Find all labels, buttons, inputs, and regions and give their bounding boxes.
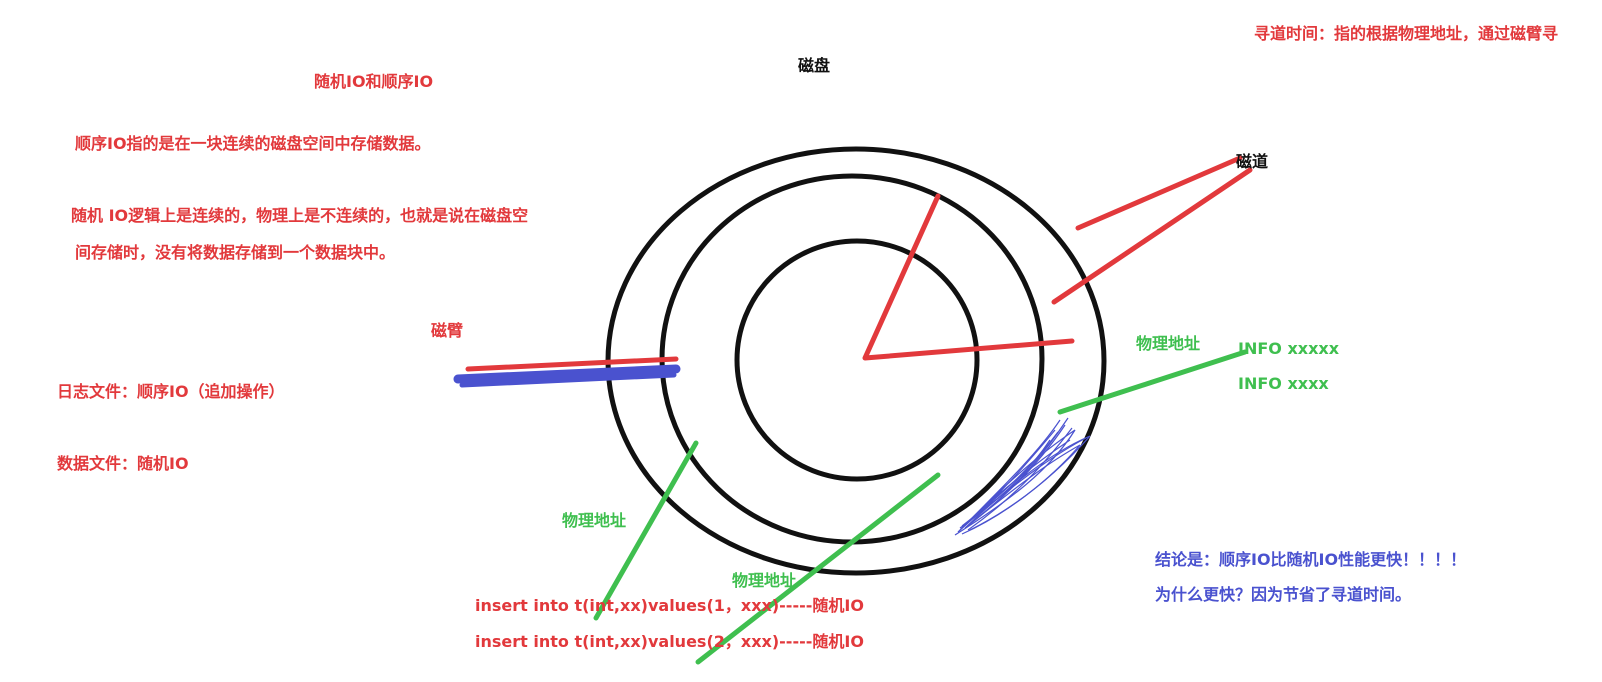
info-line-1: INFO xxxxx bbox=[1238, 339, 1340, 358]
track-pointer-upper bbox=[1075, 155, 1243, 231]
disk-arm-blue-2 bbox=[459, 372, 677, 388]
phys-addr-line-bottom bbox=[695, 472, 941, 665]
disk-title: 磁盘 bbox=[798, 56, 831, 75]
scribble-mark bbox=[954, 417, 1091, 536]
sequential-io-definition: 顺序IO指的是在一块连续的磁盘空间中存储数据。 bbox=[75, 134, 431, 153]
conclusion-line-1: 结论是：顺序IO比随机IO性能更快！！！！ bbox=[1155, 550, 1467, 569]
insert-statement-1: insert into t(int,xx)values(1，xxx)-----随… bbox=[475, 596, 864, 615]
info-line-2: INFO xxxx bbox=[1238, 374, 1329, 393]
random-vs-sequential-title: 随机IO和顺序IO bbox=[314, 72, 434, 91]
phys-addr-line-left bbox=[593, 440, 699, 621]
insert-statement-2: insert into t(int,xx)values(2，xxx)-----随… bbox=[475, 632, 864, 651]
arm-label: 磁臂 bbox=[431, 321, 464, 340]
seek-time-note: 寻道时间：指的根据物理地址，通过磁臂寻 bbox=[1254, 24, 1559, 43]
track-label: 磁道 bbox=[1236, 152, 1269, 171]
disk-track-inner bbox=[734, 238, 980, 482]
random-io-definition-line1: 随机 IO逻辑上是连续的，物理上是不连续的，也就是说在磁盘空 bbox=[71, 206, 529, 225]
log-file-note: 日志文件：顺序IO（追加操作） bbox=[57, 382, 285, 401]
disk-track-middle bbox=[659, 173, 1045, 545]
disk-arm-blue bbox=[453, 364, 681, 384]
center-angle-lines bbox=[862, 193, 1075, 361]
phys-addr-label-right: 物理地址 bbox=[1136, 334, 1201, 353]
phys-addr-label-left: 物理地址 bbox=[562, 511, 627, 530]
phys-addr-label-bottom: 物理地址 bbox=[732, 571, 797, 590]
track-pointer-lower bbox=[1051, 167, 1253, 305]
phys-addr-line-right bbox=[1057, 349, 1248, 415]
disk-track-outer bbox=[605, 146, 1107, 576]
random-io-definition-line2: 间存储时，没有将数据存储到一个数据块中。 bbox=[75, 243, 396, 262]
disk-arm-red bbox=[465, 356, 679, 372]
conclusion-line-2: 为什么更快？因为节省了寻道时间。 bbox=[1155, 585, 1412, 604]
data-file-note: 数据文件：随机IO bbox=[57, 454, 189, 473]
